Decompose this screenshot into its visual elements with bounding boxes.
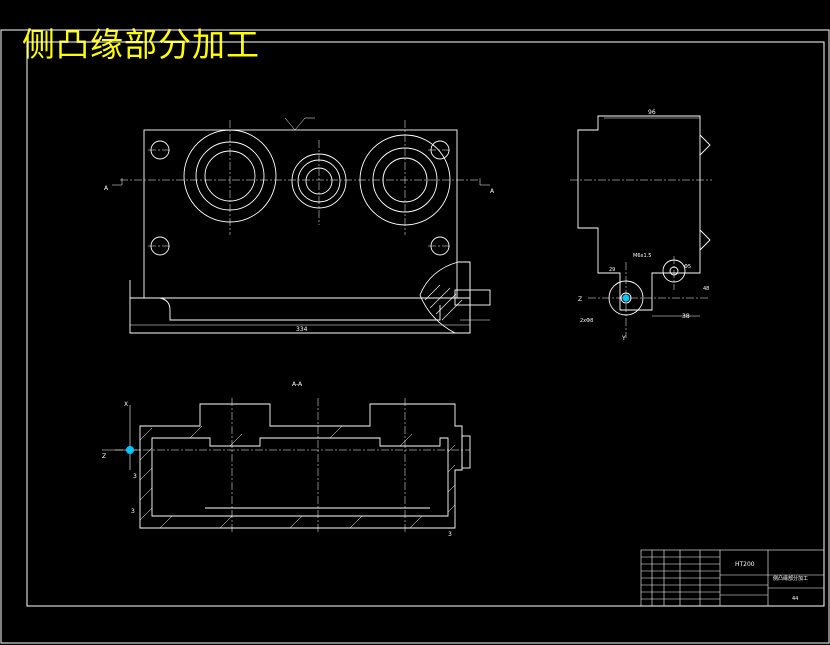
datum-marker-section <box>126 446 134 454</box>
axis-z-side: Z <box>578 296 582 303</box>
section-axes <box>102 405 140 470</box>
axis-y-side: Y <box>621 335 626 342</box>
drawing-border <box>0 29 830 644</box>
section-view-hatch <box>139 425 456 529</box>
datum-marker-side <box>622 294 630 302</box>
section-a-left: A <box>104 185 109 192</box>
tb-name: 侧凸缘部分加工 <box>773 575 808 582</box>
drawing-title: 侧凸缘部分加工 <box>22 25 260 64</box>
dim-29: 29 <box>609 267 615 273</box>
num-3-a: 3 <box>131 508 135 515</box>
hole-2x: 2xΦ8 <box>580 318 593 324</box>
num-3-b: 3 <box>448 531 452 538</box>
num-3-c: 3 <box>133 473 137 480</box>
front-view-dimensions <box>112 117 490 326</box>
section-aa-label: A-A <box>292 381 303 388</box>
title-block <box>640 549 825 607</box>
section-view <box>139 403 471 529</box>
tb-code: HT200 <box>735 561 755 568</box>
section-a-right: A <box>490 188 495 195</box>
front-view-hatch <box>424 284 463 321</box>
side-view <box>577 115 711 316</box>
axis-z-section: Z <box>102 453 106 460</box>
front-view-centerlines <box>120 120 480 247</box>
dim-334: 334 <box>296 326 308 333</box>
dim-38: 38 <box>682 313 690 320</box>
dim-96: 96 <box>648 109 656 116</box>
hole-phi: Φ5 <box>684 264 691 270</box>
front-view <box>129 129 491 334</box>
side-view-centerlines <box>570 179 712 338</box>
section-view-centerlines <box>115 398 470 532</box>
dim-48: 48 <box>703 286 709 292</box>
side-view-dimensions <box>604 117 700 317</box>
axis-x-section: X <box>124 401 128 408</box>
tb-no: 44 <box>792 596 798 602</box>
hole-note: M6x1.5 <box>633 253 651 259</box>
